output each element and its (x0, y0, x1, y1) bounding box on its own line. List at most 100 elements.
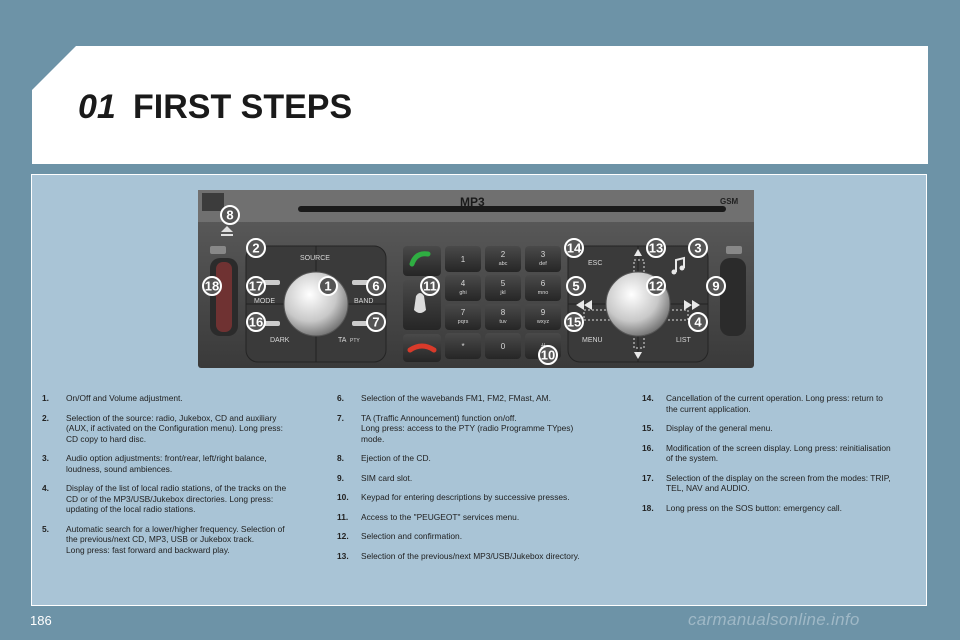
legend-item-text: Ejection of the CD. (361, 453, 431, 463)
legend-item-text: Automatic search for a lower/higher freq… (66, 523, 285, 555)
callout-number: 4 (694, 315, 702, 330)
legend-item-number: 7. (337, 412, 344, 423)
legend-item-number: 4. (42, 483, 49, 493)
callout-2: 2 (246, 238, 266, 258)
callout-18: 18 (202, 276, 222, 296)
keypad-key-face (485, 304, 521, 330)
callout-number: 18 (205, 279, 219, 294)
legend-item: 1.On/Off and Volume adjustment. (42, 393, 316, 404)
callout-number: 6 (372, 279, 379, 294)
callout-11: 11 (420, 276, 440, 296)
down-arrow-icon[interactable] (634, 352, 642, 359)
legend-item: 17.Selection of the display on the scree… (642, 473, 920, 494)
keypad-digit: 3 (541, 250, 546, 259)
keypad-key[interactable]: 0 (485, 333, 521, 359)
call-button[interactable] (403, 246, 441, 276)
legend-item: 16.Modification of the screen display. L… (642, 443, 920, 464)
legend-item: 12.Selection and confirmation. (337, 531, 613, 542)
legend-item-number: 15. (642, 423, 654, 433)
callout-17: 17 (246, 276, 266, 296)
legend-item-number: 8. (337, 453, 344, 463)
callout-badge (688, 238, 708, 258)
keypad-key-face (445, 246, 481, 272)
music-note-icon (675, 256, 685, 272)
keypad-key-face (445, 304, 481, 330)
legend-item-text: Cancellation of the current operation. L… (666, 393, 883, 414)
keypad-digit: 1 (461, 255, 466, 264)
keypad-key[interactable]: 3 def (525, 246, 561, 272)
callout-number: 3 (694, 241, 701, 256)
keypad-key-face (525, 275, 561, 301)
legend-item: 8. Ejection of the CD. (337, 453, 613, 464)
legend-item-number: 14. (642, 393, 654, 403)
chapter-title: FIRST STEPS (133, 88, 353, 126)
legend-item: 7.TA (Traffic Announcement) function on/… (337, 413, 613, 445)
legend-item: 15. Display of the general menu. (642, 423, 920, 434)
ta-label: TA (338, 337, 347, 344)
legend-item-text: Keypad for entering descriptions by succ… (361, 492, 570, 502)
callout-badge (646, 276, 666, 296)
fast-forward-icon[interactable] (684, 300, 700, 310)
music-note-head-a (671, 269, 677, 275)
legend-item-number: 10. (337, 492, 349, 502)
callout-badge (366, 276, 386, 296)
legend-item-text: Display of the general menu. (666, 423, 773, 433)
cd-logo (202, 193, 224, 211)
keypad-digit: 8 (501, 308, 506, 317)
callout-14: 14 (564, 238, 584, 258)
callout-number: 2 (252, 241, 259, 256)
callout-number: 7 (372, 315, 379, 330)
callout-number: 5 (572, 279, 579, 294)
callout-15: 15 (564, 312, 584, 332)
rewind-icon[interactable] (576, 300, 592, 310)
keypad-digit: 6 (541, 279, 546, 288)
sim-card-slot[interactable] (720, 258, 746, 336)
gsm-logo: GSM (720, 197, 739, 206)
callout-number: 9 (712, 279, 719, 294)
callout-badge (318, 276, 338, 296)
volume-knob[interactable] (283, 271, 349, 337)
callout-number: 16 (249, 315, 263, 330)
legend-item: 2.Selection of the source: radio, Jukebo… (42, 413, 316, 445)
legend-item-text: SIM card slot. (361, 472, 413, 483)
keypad-key-face (485, 246, 521, 272)
keypad-key[interactable]: * (445, 333, 481, 359)
callout-number: 15 (567, 315, 581, 330)
callout-7: 7 (366, 312, 386, 332)
legend-item: 5. Automatic search for a lower/higher fr… (42, 524, 316, 556)
legend-item-number: 5. (42, 523, 49, 534)
callout-badge (564, 312, 584, 332)
eject-icon[interactable] (221, 226, 233, 236)
callout-4: 4 (688, 312, 708, 332)
keypad-key[interactable]: 1 (445, 246, 481, 272)
chapter-number: 01 (78, 88, 116, 126)
phone-icon (409, 251, 431, 267)
mode-label: MODE (254, 298, 275, 305)
keypad-digit: 7 (461, 308, 466, 317)
header-banner (32, 46, 928, 164)
keypad-letters: def (539, 261, 547, 267)
legend-item-text: Selection of the display on the screen f… (666, 472, 891, 494)
callout-badge (688, 312, 708, 332)
lion-icon (414, 293, 426, 313)
callout-badge (366, 312, 386, 332)
up-arrow-icon[interactable] (634, 249, 642, 256)
legend-item-number: 1. (42, 393, 49, 403)
keypad-letters: wxyz (536, 319, 549, 325)
keypad-key-face (445, 275, 481, 301)
callout-badge (246, 276, 266, 296)
callout-badge (706, 276, 726, 296)
menu-label: MENU (582, 337, 603, 344)
callout-8: 8 (220, 205, 240, 225)
callout-6: 6 (366, 276, 386, 296)
keypad-letters: ghi (459, 290, 466, 296)
